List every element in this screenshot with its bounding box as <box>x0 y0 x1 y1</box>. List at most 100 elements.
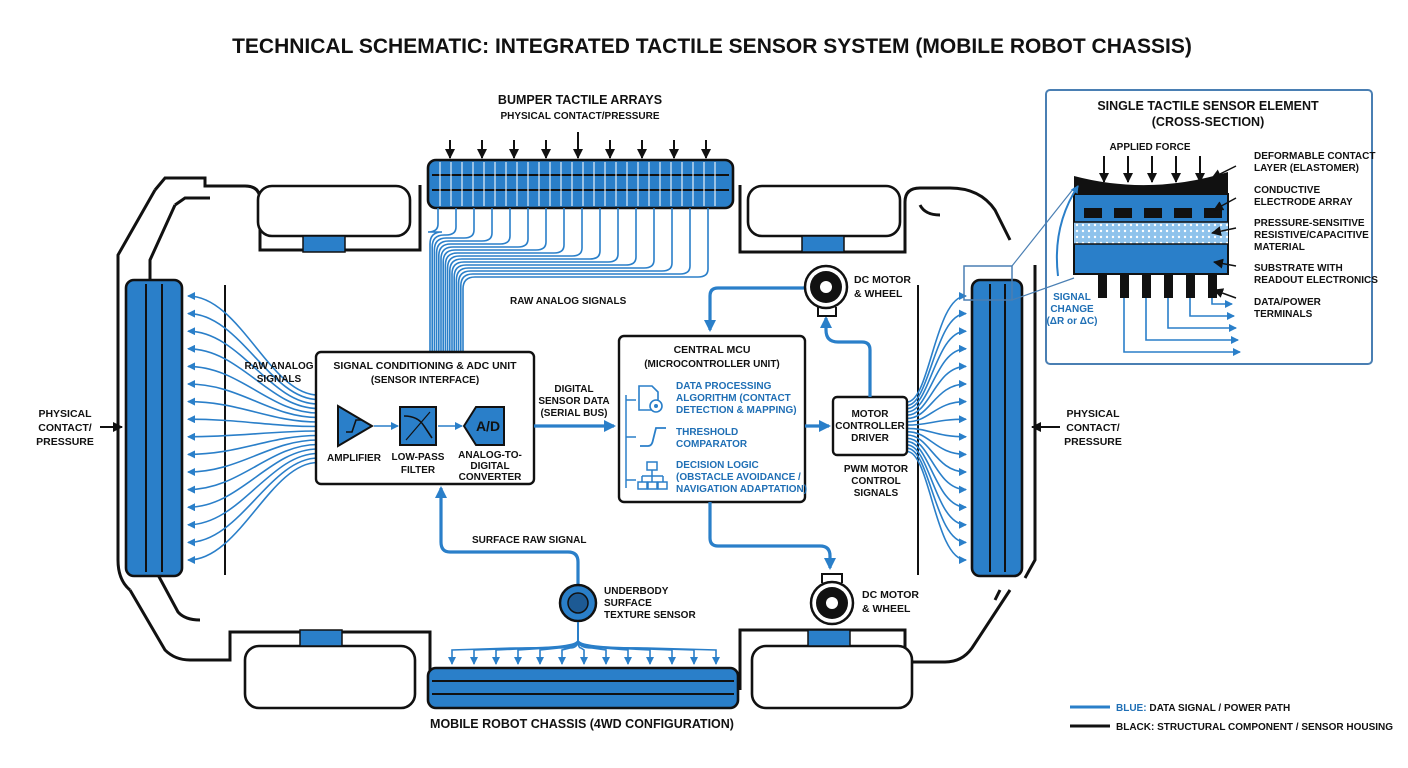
top-signal-line <box>440 208 529 352</box>
signal-change-3: (ΔR or ΔC) <box>1046 316 1097 327</box>
wheel-rear-right <box>750 629 914 710</box>
underbody-signal-line <box>514 622 579 665</box>
terminal-pin <box>1120 274 1129 298</box>
layer3-1: PRESSURE-SENSITIVE <box>1254 218 1365 229</box>
left-signal-line <box>187 344 319 410</box>
low-pass-filter-icon <box>399 406 437 446</box>
terminal-pin <box>1208 274 1217 298</box>
layer3-2: RESISTIVE/CAPACITIVE <box>1254 230 1369 241</box>
left-signal-line <box>187 461 319 564</box>
raw-analog-left-2: SIGNALS <box>257 374 302 385</box>
left-signal-line <box>187 397 319 423</box>
dc-motor-top-1: DC MOTOR <box>854 274 911 286</box>
dc-motor-icon <box>803 264 849 317</box>
right-bumper-array <box>970 278 1024 578</box>
inset-output-line <box>1145 298 1239 344</box>
decision-tree-icon <box>637 461 668 490</box>
dc-motor-top-2: & WHEEL <box>854 288 903 300</box>
sensor-cross-section <box>1073 172 1229 298</box>
right-signal-line <box>906 327 967 410</box>
signal-unit-title: SIGNAL CONDITIONING & ADC UNIT <box>333 360 517 372</box>
left-signal-lines <box>187 292 319 564</box>
terminal-pin <box>1186 274 1195 298</box>
inset-output-lines <box>1123 298 1241 356</box>
motor-controller-2: CONTROLLER <box>835 421 905 432</box>
top-signal-line <box>460 208 691 352</box>
central-mcu <box>617 334 807 504</box>
diagram-title: TECHNICAL SCHEMATIC: INTEGRATED TACTILE … <box>232 35 1192 58</box>
signal-change-2: CHANGE <box>1050 304 1094 315</box>
right-signal-line <box>906 450 967 564</box>
right-signal-line <box>906 380 967 420</box>
underbody-signal-line <box>577 622 632 665</box>
top-signal-line <box>435 208 493 352</box>
right-signal-line <box>906 344 967 413</box>
adc-symbol: A/D <box>476 418 500 434</box>
amplifier-label: AMPLIFIER <box>327 453 382 464</box>
top-signal-line <box>438 208 511 352</box>
left-signal-line <box>187 448 319 512</box>
layer2-2: ELECTRODE ARRAY <box>1254 197 1353 208</box>
top-signal-line <box>433 208 475 352</box>
left-signal-line <box>187 439 319 476</box>
mcu-decision-3: NAVIGATION ADAPTATION) <box>676 484 807 495</box>
underbody-signal-line <box>448 622 579 665</box>
mcu-data-processing-2: ALGORITHM (CONTACT <box>676 393 791 404</box>
terminals-2: TERMINALS <box>1254 309 1313 320</box>
layer1-2: LAYER (ELASTOMER) <box>1254 163 1359 174</box>
inset-title: SINGLE TACTILE SENSOR ELEMENT <box>1097 99 1319 113</box>
top-signal-line <box>444 208 565 352</box>
threshold-step-icon <box>640 427 666 447</box>
pwm-2: CONTROL <box>851 476 900 487</box>
pwm-3: SIGNALS <box>854 488 899 499</box>
layer3-3: MATERIAL <box>1254 242 1305 253</box>
underbody-signal-line <box>577 622 676 665</box>
underbody-signal-line <box>536 622 579 665</box>
legend-black: BLACK: STRUCTURAL COMPONENT / SENSOR HOU… <box>1116 722 1393 733</box>
mcu-decision-1: DECISION LOGIC <box>676 460 759 471</box>
bottom-bumper-array <box>426 666 740 710</box>
mcu-data-processing-1: DATA PROCESSING <box>676 381 772 392</box>
electrode <box>1114 208 1132 218</box>
mcu-data-processing-3: DETECTION & MAPPING) <box>676 405 797 416</box>
layer2-1: CONDUCTIVE <box>1254 185 1320 196</box>
dc-motor-bottom-1: DC MOTOR <box>862 589 919 601</box>
left-signal-line <box>187 327 319 405</box>
terminal-pin <box>1142 274 1151 298</box>
terminal-pin <box>1164 274 1173 298</box>
applied-force-arrows <box>1099 156 1205 183</box>
physical-right-2: CONTACT/ <box>1066 422 1120 434</box>
top-signal-line <box>446 208 583 352</box>
physical-left-2: CONTACT/ <box>38 422 92 434</box>
electrode <box>1204 208 1222 218</box>
underbody-signal-line <box>492 622 579 665</box>
motor-controller-1: MOTOR <box>851 409 889 420</box>
left-signal-line <box>187 309 319 401</box>
mcu-subtitle: (MICROCONTROLLER UNIT) <box>644 359 780 370</box>
surface-raw-line <box>435 486 580 585</box>
texture-sensor-icon <box>558 583 598 623</box>
left-signal-line <box>187 457 319 547</box>
adc-label-1: ANALOG-TO- <box>458 450 522 461</box>
layer1-1: DEFORMABLE CONTACT <box>1254 151 1375 162</box>
right-signal-line <box>906 427 967 441</box>
mcu-title: CENTRAL MCU <box>674 344 751 356</box>
amplifier-icon <box>337 404 374 448</box>
top-signal-line <box>449 208 601 352</box>
inset-output-line <box>1123 298 1241 356</box>
underbody-signal-line <box>577 622 720 665</box>
top-signal-line <box>453 208 637 352</box>
right-signal-line <box>906 430 967 459</box>
wheel-front-right <box>746 184 902 253</box>
right-signal-line <box>906 447 967 547</box>
top-bumper-array <box>426 158 735 210</box>
dc-motor-icon <box>809 573 855 626</box>
physical-left-1: PHYSICAL <box>38 408 92 420</box>
right-signal-line <box>906 362 967 416</box>
top-signal-line <box>455 208 655 352</box>
inset-output-line <box>1189 298 1235 320</box>
left-bumper-array <box>124 278 184 578</box>
layer4-1: SUBSTRATE WITH <box>1254 263 1343 274</box>
adc-icon <box>462 406 505 446</box>
